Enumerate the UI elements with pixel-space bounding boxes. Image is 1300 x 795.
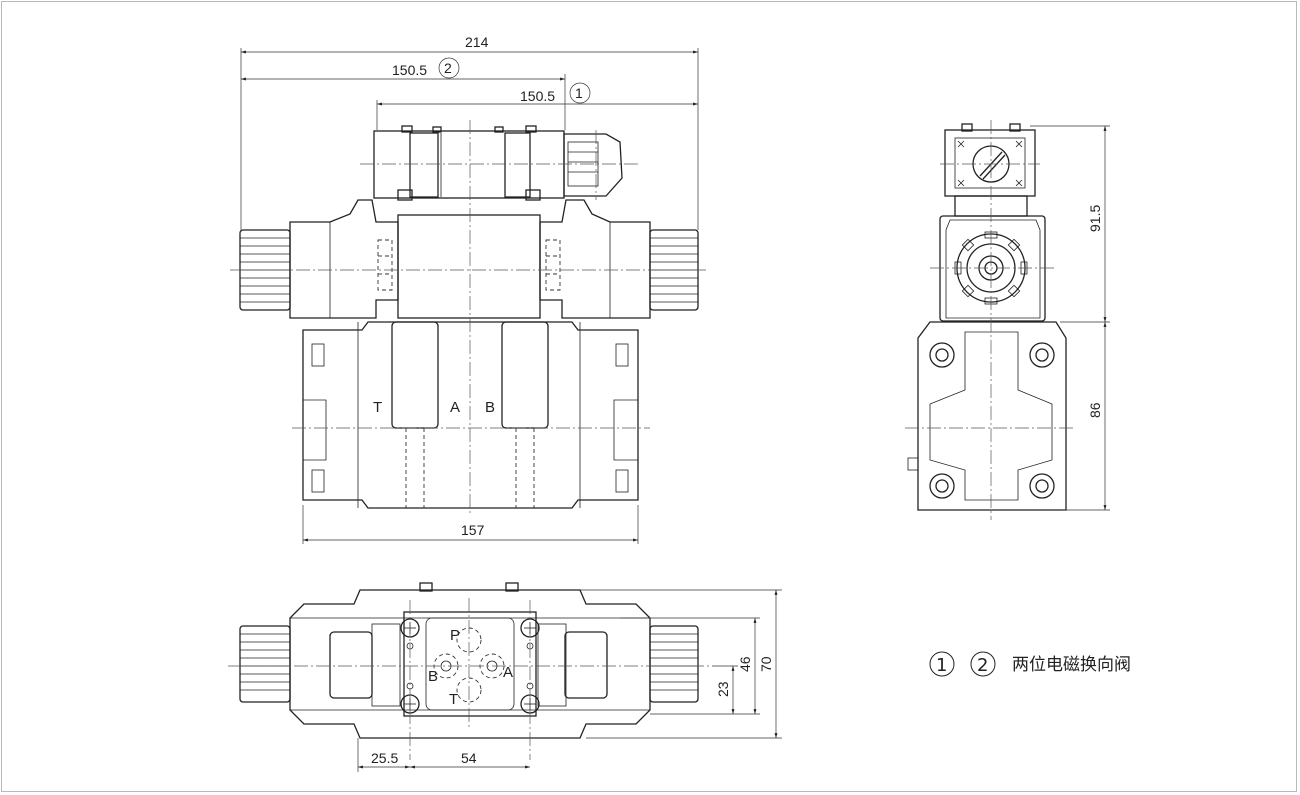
side-view: 91.5 86 (905, 120, 1110, 520)
svg-text:2: 2 (444, 60, 452, 76)
dim-body-width: 157 (461, 522, 485, 538)
plan-view: P A B T 70 46 23 25.5 54 (228, 582, 782, 772)
dim-height-body: 86 (1087, 402, 1103, 418)
dim-overall-length: 214 (465, 34, 489, 50)
legend-marker-1: 1 (936, 655, 947, 676)
marker-1-front: 1 (569, 82, 591, 104)
dim-port-spacing: 54 (461, 750, 477, 766)
side-bolts (929, 342, 1055, 499)
dim-to-connector-1: 150.5 (520, 88, 555, 104)
dim-height-top: 91.5 (1087, 205, 1103, 232)
legend-marker-2: 2 (977, 655, 988, 676)
front-view: T A B 214 150.5 2 150.5 1 157 (230, 34, 708, 544)
port-label-b: B (485, 399, 495, 416)
dim-base-depth-inner: 46 (737, 656, 753, 672)
port-label-a: A (450, 399, 460, 416)
dim-port-offset: 23 (715, 681, 731, 697)
port-label-t: T (373, 399, 382, 416)
plan-port-t: T (449, 691, 458, 708)
plan-port-p: P (450, 627, 460, 644)
dim-base-depth-outer: 70 (758, 656, 774, 672)
dim-left-offset: 25.5 (371, 750, 398, 766)
plan-port-b: B (428, 668, 438, 685)
legend-text: 两位电磁换向阀 (1012, 655, 1131, 674)
svg-text:1: 1 (575, 85, 583, 101)
plan-port-a: A (503, 664, 513, 681)
dim-to-connector-2: 150.5 (392, 62, 427, 78)
legend: 1 2 两位电磁换向阀 (929, 651, 1131, 677)
marker-2-front: 2 (438, 57, 460, 79)
